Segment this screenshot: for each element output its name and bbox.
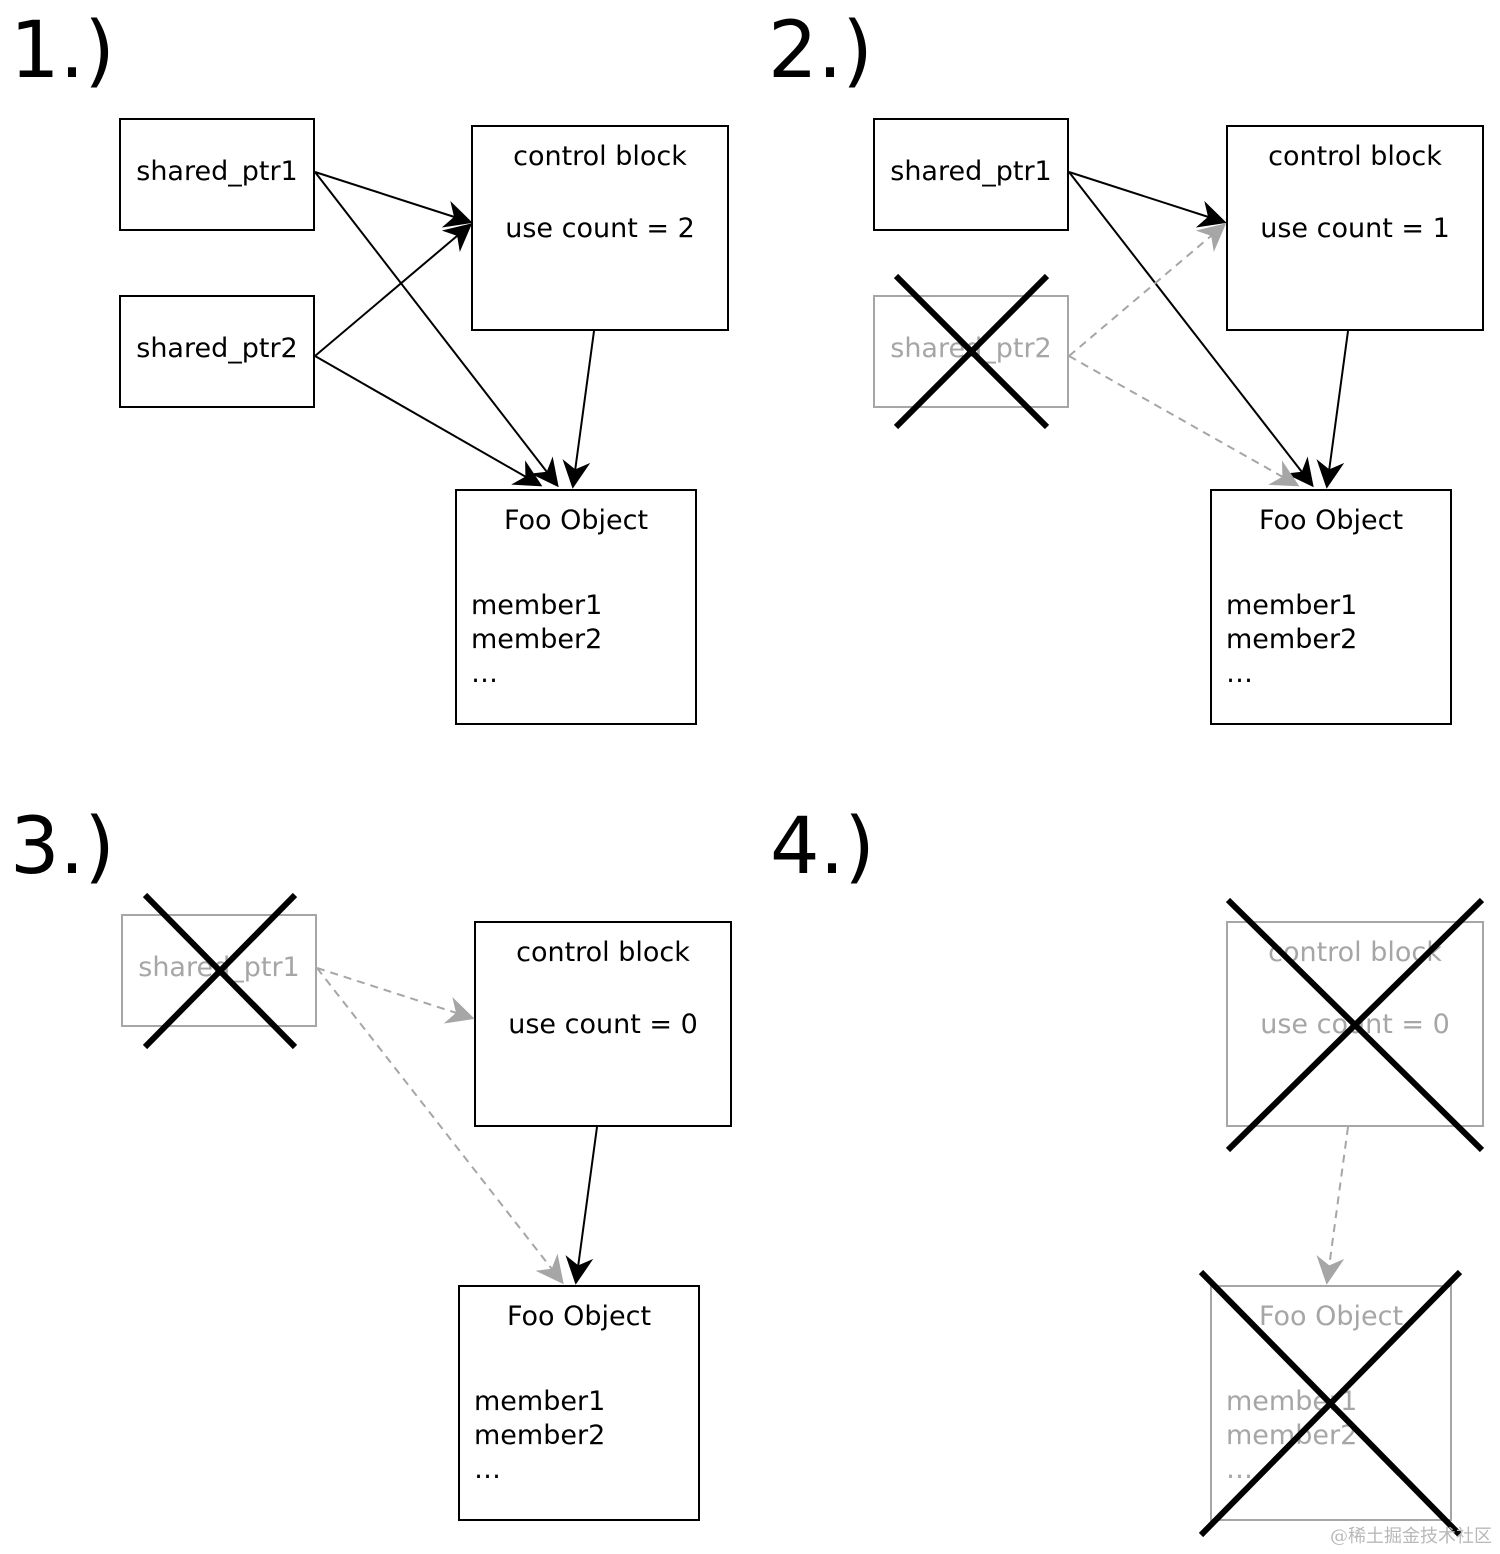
member-item: member2 [474, 1420, 606, 1451]
arrow-control-to-foo [1316, 330, 1349, 489]
arrow-ptr1-to-control [314, 171, 473, 228]
control-block-title: control block [1268, 937, 1442, 968]
control-block-title: control block [1268, 141, 1442, 172]
member-item: member2 [1226, 624, 1358, 655]
panel-2-shared-ptr1-box: shared_ptr1 [873, 118, 1069, 231]
member-item: member2 [1226, 1420, 1358, 1451]
arrow-control-to-foo-dashed [1316, 1126, 1349, 1285]
foo-object-title: Foo Object [1258, 505, 1404, 536]
panel-3-control-block: control block use count = 0 [474, 921, 732, 1127]
panel-2-shared-ptr2-box-destroyed: shared_ptr2 [873, 295, 1069, 408]
foo-members: member1 member2 … [1226, 589, 1357, 691]
arrow-control-to-foo [565, 1126, 598, 1285]
member-item: member2 [471, 624, 603, 655]
panel-4-control-block-destroyed: control block use count = 0 [1226, 921, 1484, 1127]
shared-ptr2-label: shared_ptr2 [890, 333, 1052, 364]
foo-members: member1 member2 … [1226, 1385, 1357, 1487]
arrow-control-to-foo [562, 330, 595, 489]
arrow-ptr2-to-foo-dashed [1068, 355, 1300, 487]
member-item: … [471, 658, 498, 689]
foo-object-title: Foo Object [506, 1301, 652, 1332]
arrow-ptr2-to-control-dashed [1068, 223, 1227, 357]
panel-4-foo-object-destroyed: Foo Object member1 member2 … [1210, 1285, 1452, 1521]
control-block-title: control block [513, 141, 687, 172]
panel-1-foo-object: Foo Object member1 member2 … [455, 489, 697, 725]
foo-object-title: Foo Object [503, 505, 649, 536]
member-item: … [474, 1454, 501, 1485]
use-count-label: use count = 0 [508, 1009, 698, 1040]
panel-3-foo-object: Foo Object member1 member2 … [458, 1285, 700, 1521]
panel-4-label: 4.) [770, 802, 875, 892]
panel-1-shared-ptr2-box: shared_ptr2 [119, 295, 315, 408]
foo-object-title: Foo Object [1258, 1301, 1404, 1332]
member-item: … [1226, 658, 1253, 689]
arrow-ptr1-to-control [1068, 171, 1227, 228]
use-count-label: use count = 2 [505, 213, 695, 244]
arrow-ptr2-to-control [314, 223, 473, 357]
use-count-label: use count = 0 [1260, 1009, 1450, 1040]
watermark: @稀土掘金技术社区 [1330, 1526, 1492, 1547]
shared-ptr1-label: shared_ptr1 [890, 156, 1052, 187]
foo-members: member1 member2 … [471, 589, 602, 691]
panel-2-foo-object: Foo Object member1 member2 … [1210, 489, 1452, 725]
shared-ptr1-label: shared_ptr1 [136, 156, 298, 187]
member-item: member1 [1226, 590, 1358, 621]
member-item: member1 [474, 1386, 606, 1417]
shared-ptr2-label: shared_ptr2 [136, 333, 298, 364]
panel-1-shared-ptr1-box: shared_ptr1 [119, 118, 315, 231]
panel-3-label: 3.) [10, 802, 115, 892]
shared-ptr1-label: shared_ptr1 [138, 952, 300, 983]
member-item: member1 [471, 590, 603, 621]
use-count-label: use count = 1 [1260, 213, 1450, 244]
foo-members: member1 member2 … [474, 1385, 605, 1487]
arrow-ptr1-to-control-dashed [316, 967, 475, 1024]
panel-2-label: 2.) [768, 6, 873, 96]
panel-1-label: 1.) [10, 6, 115, 96]
panel-2-control-block: control block use count = 1 [1226, 125, 1484, 331]
panel-1-control-block: control block use count = 2 [471, 125, 729, 331]
panel-3-shared-ptr1-box-destroyed: shared_ptr1 [121, 914, 317, 1027]
arrow-ptr2-to-foo [314, 355, 543, 487]
member-item: member1 [1226, 1386, 1358, 1417]
control-block-title: control block [516, 937, 690, 968]
member-item: … [1226, 1454, 1253, 1485]
